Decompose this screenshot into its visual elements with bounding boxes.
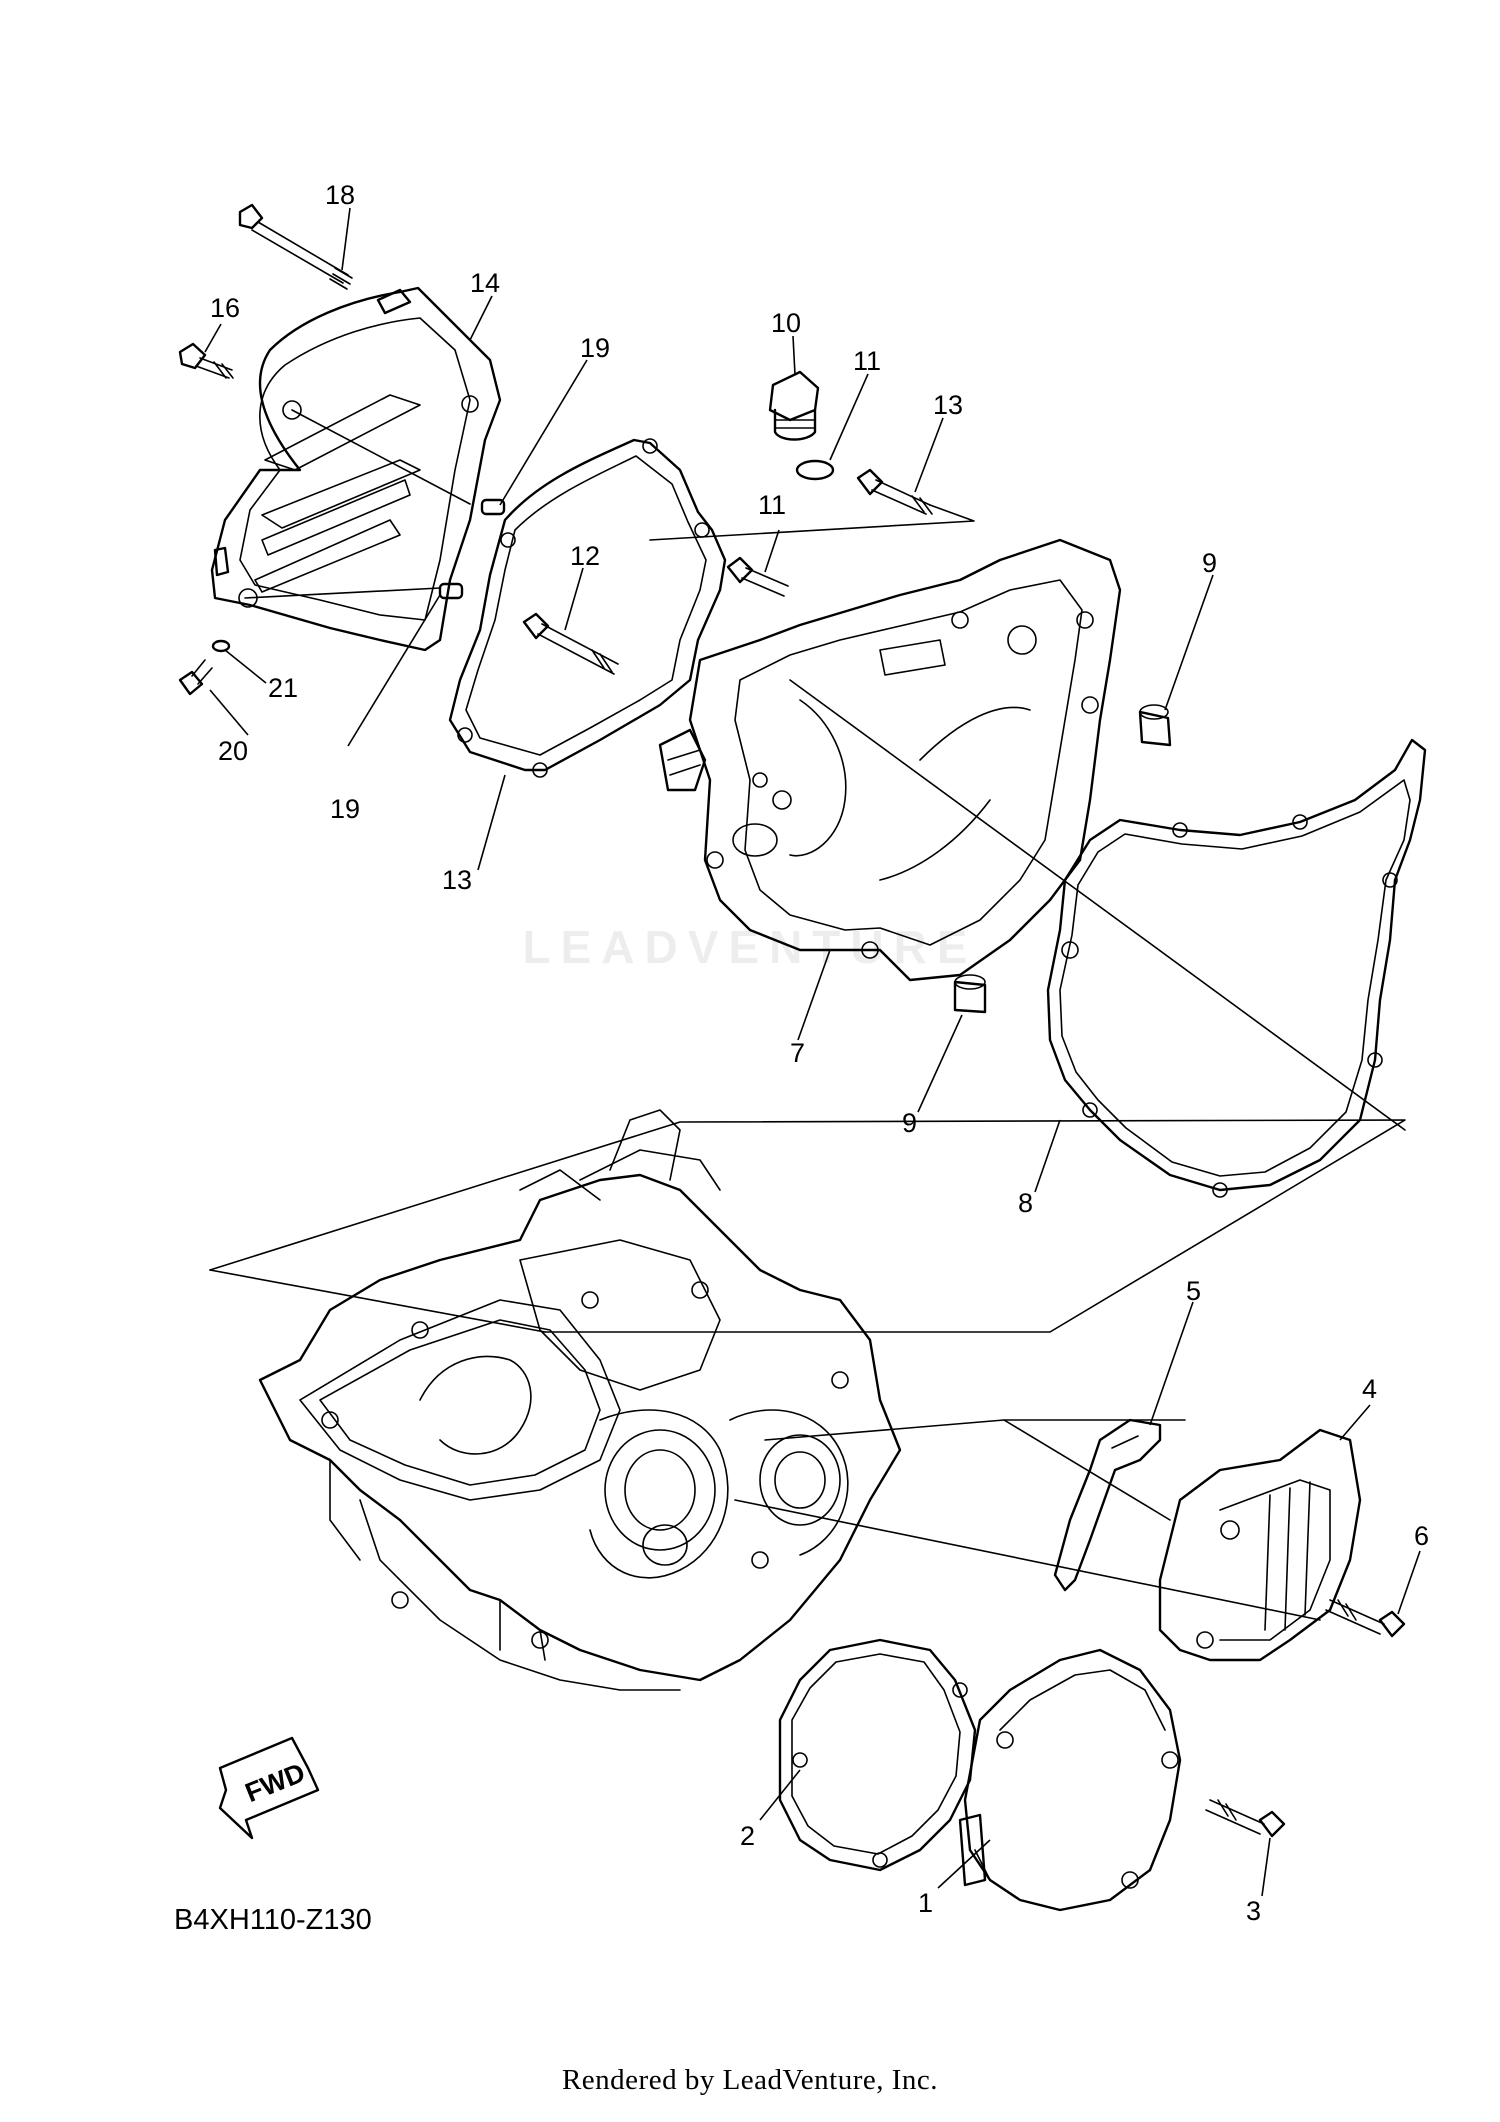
callout-2: 2 [740, 1821, 755, 1851]
callout-leaders [204, 207, 1421, 1897]
diagram-code: B4XH110-Z130 [174, 1904, 372, 1936]
clutch-cover [658, 538, 1122, 982]
bolt-20 [178, 659, 213, 696]
callout-20: 20 [218, 736, 248, 766]
callout-21: 21 [268, 673, 298, 703]
cover-4 [1158, 1428, 1362, 1662]
bolt-12 [726, 556, 789, 597]
dowel-9-lower [953, 974, 987, 1014]
bolt-14 [522, 612, 619, 675]
callout-4: 4 [1362, 1374, 1377, 1404]
crankcase [258, 1109, 902, 1691]
dowel-pin-19-lower [438, 582, 464, 600]
callout-5: 5 [1186, 1276, 1201, 1306]
callout-19-upper: 19 [580, 333, 610, 363]
gasket-16 [448, 438, 727, 778]
callout-19-lower: 19 [330, 794, 360, 824]
oil-filler-plug [768, 370, 820, 441]
callout-16: 13 [442, 865, 472, 895]
callout-10: 10 [771, 308, 801, 338]
render-credit: Rendered by LeadVenture, Inc. [561, 2064, 939, 2096]
o-ring-11 [795, 459, 835, 481]
callout-8: 8 [1018, 1188, 1033, 1218]
callout-12: 11 [758, 490, 786, 520]
callout-9-lower: 9 [902, 1108, 917, 1138]
generator-cover-1 [958, 1648, 1182, 1912]
fwd-arrow-icon: FWD [218, 1736, 320, 1840]
callout-17: 16 [210, 293, 240, 323]
dowel-pin-19-upper [480, 498, 506, 516]
callout-11: 11 [853, 346, 881, 376]
ignition-cover [210, 286, 502, 652]
callout-7: 7 [790, 1038, 805, 1068]
assembly-planes [209, 409, 1406, 1621]
bracket-5 [1053, 1418, 1162, 1592]
gasket-2 [778, 1638, 977, 1872]
bolt-18 [238, 203, 353, 290]
bolt-6 [1325, 1599, 1406, 1638]
callout-14: 12 [570, 541, 600, 571]
bolt-13 [856, 468, 933, 515]
callout-9-upper: 9 [1202, 548, 1217, 578]
callout-13: 13 [933, 390, 963, 420]
washer-21 [211, 639, 231, 653]
callout-6: 6 [1414, 1521, 1429, 1551]
dowel-9-upper [1138, 704, 1172, 747]
callout-15: 14 [470, 268, 500, 298]
callout-1: 1 [918, 1888, 933, 1918]
bolt-3 [1205, 1799, 1286, 1838]
callout-labels: 18 14 16 19 19 20 21 13 12 10 11 11 13 9… [210, 180, 1429, 1926]
callout-18: 18 [325, 180, 355, 210]
gasket-8 [1046, 738, 1427, 1198]
bolt-17 [178, 342, 234, 379]
fwd-label: FWD [241, 1757, 309, 1808]
callout-3: 3 [1246, 1896, 1261, 1926]
